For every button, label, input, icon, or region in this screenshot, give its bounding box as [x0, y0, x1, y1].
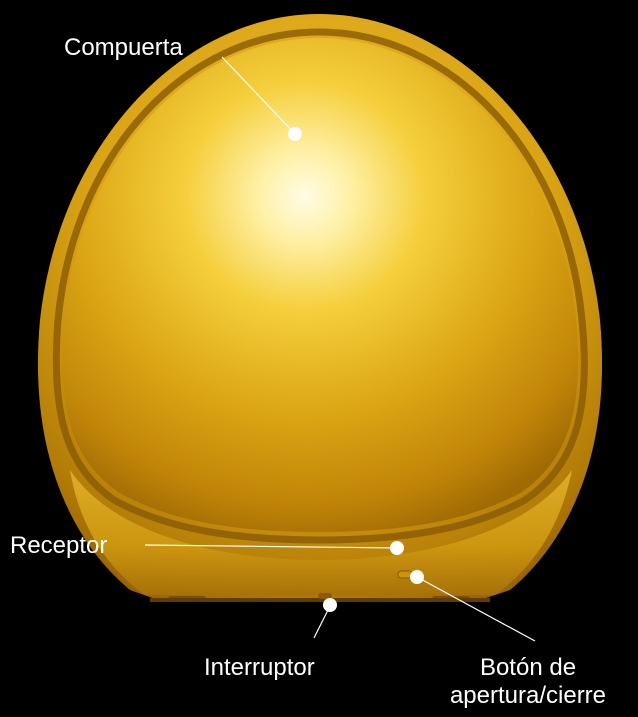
button-mark: [398, 571, 412, 578]
label-compuerta: Compuerta: [64, 34, 183, 62]
label-interruptor: Interruptor: [204, 654, 315, 682]
label-boton-apertura-cierre: Botón de apertura/cierre: [418, 654, 638, 710]
callout-dot-boton: [410, 570, 424, 584]
label-boton-line2: apertura/cierre: [418, 682, 638, 710]
label-receptor: Receptor: [10, 532, 107, 560]
callout-dot-compuerta: [288, 127, 302, 141]
callout-dot-interruptor: [323, 598, 337, 612]
label-boton-line1: Botón de: [418, 654, 638, 682]
callout-dot-receptor: [390, 541, 404, 555]
